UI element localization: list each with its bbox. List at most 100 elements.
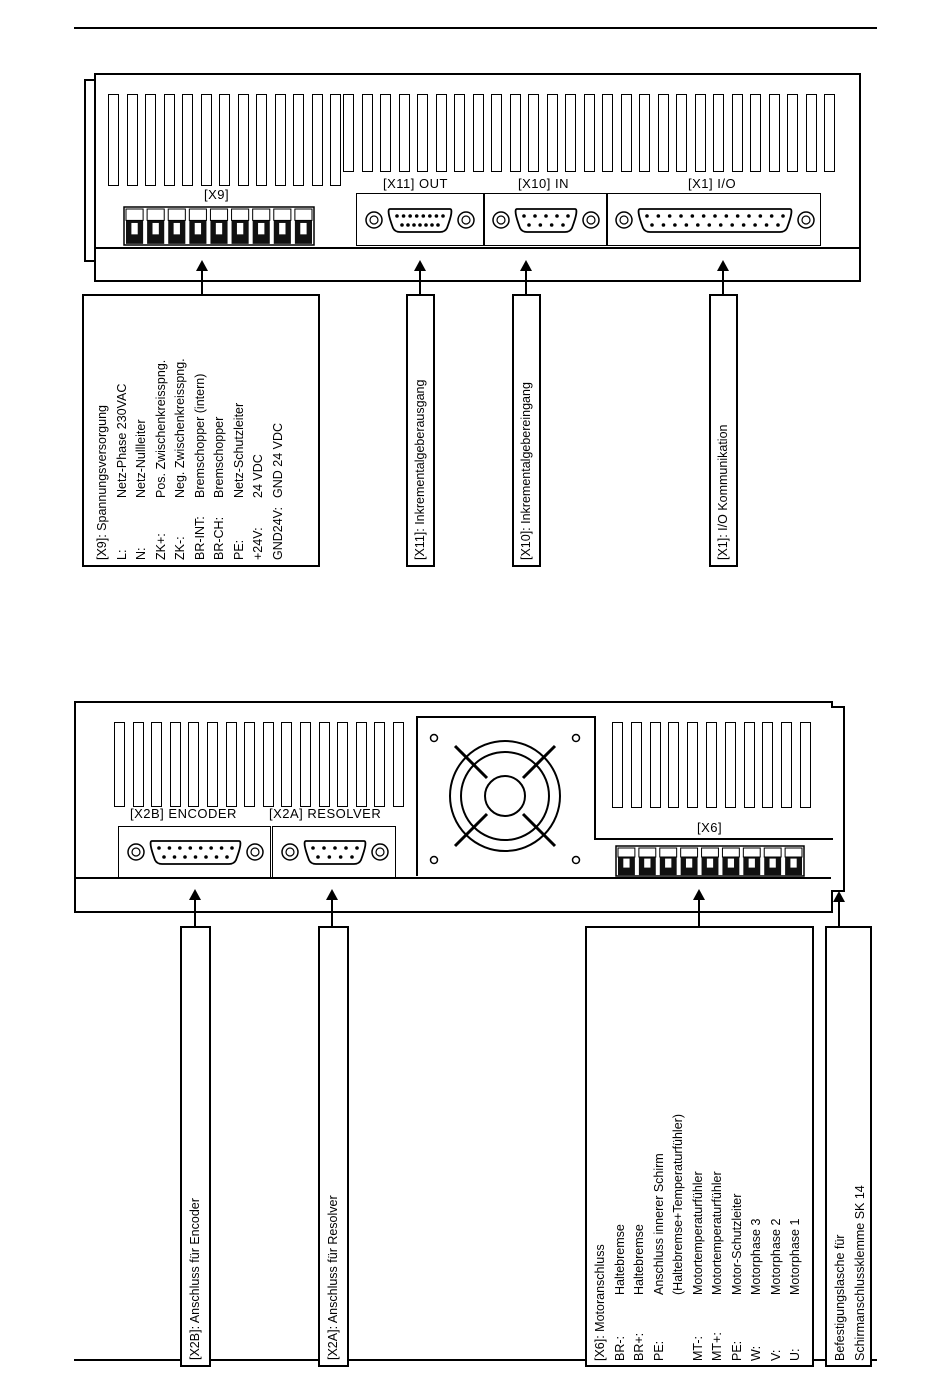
pin-value: Motortemperaturfühler [710, 1171, 724, 1295]
x1-dsub-connector [615, 208, 815, 233]
pin [209, 846, 213, 850]
pin-key: MT-: [690, 1336, 705, 1361]
top-device-side-plate [84, 79, 96, 262]
vent-slot [262, 722, 274, 807]
pin-row: V:Motorphase 2 [767, 1114, 787, 1361]
pin [428, 214, 432, 218]
pin-value: Motor-Schutzleiter [729, 1193, 744, 1295]
bottom-device-side-plate [831, 706, 845, 892]
pin [667, 214, 672, 218]
vent-slot [676, 94, 687, 172]
pin [355, 846, 359, 850]
pin-row: U:Motorphase 1 [786, 1114, 806, 1361]
pin [701, 214, 706, 218]
pin-row: GND24V:GND 24 VDC [269, 358, 289, 560]
pin-key: N: [134, 547, 148, 561]
pin-row: PE:Anschluss innerer Schirm [650, 1114, 670, 1361]
screw-center [619, 215, 629, 225]
pin-value: (Haltebremse+Temperaturfühler) [671, 1114, 685, 1295]
fan-strut [453, 744, 489, 780]
x1-label: [X1] I/O [688, 176, 737, 191]
x2a-dsub-connector [281, 840, 389, 865]
pin-value: GND 24 VDC [270, 422, 285, 498]
terminal-screw [215, 222, 223, 235]
dsub-shell [387, 208, 453, 233]
x2b-description-box: [X2B]: Anschluss für Encoder [180, 926, 211, 1367]
vent-slot [649, 722, 661, 808]
x6-frame-top [594, 838, 833, 840]
fan-strut [521, 744, 557, 780]
terminal-top [273, 208, 292, 221]
pin [178, 846, 182, 850]
vent-slot [256, 94, 267, 186]
x10-description-box: [X10]: Inkrementalgebereingang [512, 294, 541, 567]
pin [753, 223, 757, 227]
pin-value: 24 VDC [251, 454, 265, 498]
vent-slot [630, 722, 642, 808]
pin [311, 846, 315, 850]
pin-key: V: [768, 1349, 783, 1361]
pin [401, 214, 406, 218]
vent-slot [274, 94, 286, 186]
terminal-top [146, 208, 165, 221]
pin-key: BR-: [612, 1336, 627, 1361]
pin [549, 223, 554, 227]
pin-key: +24V: [251, 527, 265, 560]
pin-row: ZK+:Pos. Zwischenkreisspng. [152, 358, 172, 560]
pin-key: MT+: [710, 1332, 724, 1361]
x2b-label: [X2B] ENCODER [130, 806, 237, 821]
pin [162, 855, 166, 859]
vent-slot [311, 94, 323, 186]
pin [204, 855, 208, 859]
screw-center [375, 847, 385, 857]
pin-row: N:Netz-Nullleiter [132, 358, 152, 561]
screw-center [586, 215, 596, 225]
vent-slot [657, 94, 669, 172]
x10-label: [X10] IN [518, 176, 569, 191]
vent-slot [528, 94, 539, 172]
pin [418, 223, 422, 227]
vent-slot [781, 722, 793, 808]
vent-slot [293, 94, 304, 186]
terminal-top [638, 847, 657, 858]
dsub-shell [637, 208, 793, 233]
pin-row: ZK-:Neg. Zwischenkreisspng. [171, 358, 191, 560]
terminal-screw [131, 222, 138, 235]
vent-slot [724, 722, 736, 808]
pin [735, 214, 740, 218]
vent-slot [207, 722, 218, 807]
terminal-screw [236, 222, 244, 235]
sk14-line2: Schirmanschlussklemme SK 14 [852, 1185, 867, 1361]
pin [758, 214, 763, 218]
vent-slot [565, 94, 576, 172]
vent-slot [200, 94, 212, 186]
vent-slot [687, 722, 699, 808]
x9-description-box: [X9]: Spannungsversorgung L:Netz-Phase 2… [82, 294, 320, 567]
pin [316, 855, 320, 859]
vent-slot [750, 94, 761, 172]
fan-mount-hole [571, 855, 581, 865]
arrow-x10 [520, 260, 532, 295]
vent-slot [800, 722, 811, 808]
pin [781, 214, 785, 218]
pin-value: Motorphase 3 [749, 1218, 763, 1295]
screw-center [496, 215, 506, 225]
pin [406, 223, 410, 227]
vent-slot [639, 94, 650, 172]
vent-slot [182, 94, 193, 186]
terminal-top [188, 208, 207, 221]
vent-slot [337, 722, 349, 807]
vent-slot [380, 94, 391, 172]
x11-description: [X11]: Inkrementalgeberausgang [413, 379, 427, 560]
terminal-top [701, 847, 719, 858]
x2a-description: [X2A]: Anschluss für Resolver [326, 1195, 340, 1360]
pin [219, 846, 224, 850]
terminal-top [294, 208, 313, 221]
arrow-x2b [189, 889, 201, 927]
pin-key: BR-INT: [192, 516, 207, 560]
fan-strut [521, 812, 557, 848]
pin-row: BR-:Haltebremse [611, 1114, 631, 1361]
pin [400, 223, 404, 227]
vent-slot [126, 94, 138, 186]
arrow-x2a [326, 889, 338, 927]
